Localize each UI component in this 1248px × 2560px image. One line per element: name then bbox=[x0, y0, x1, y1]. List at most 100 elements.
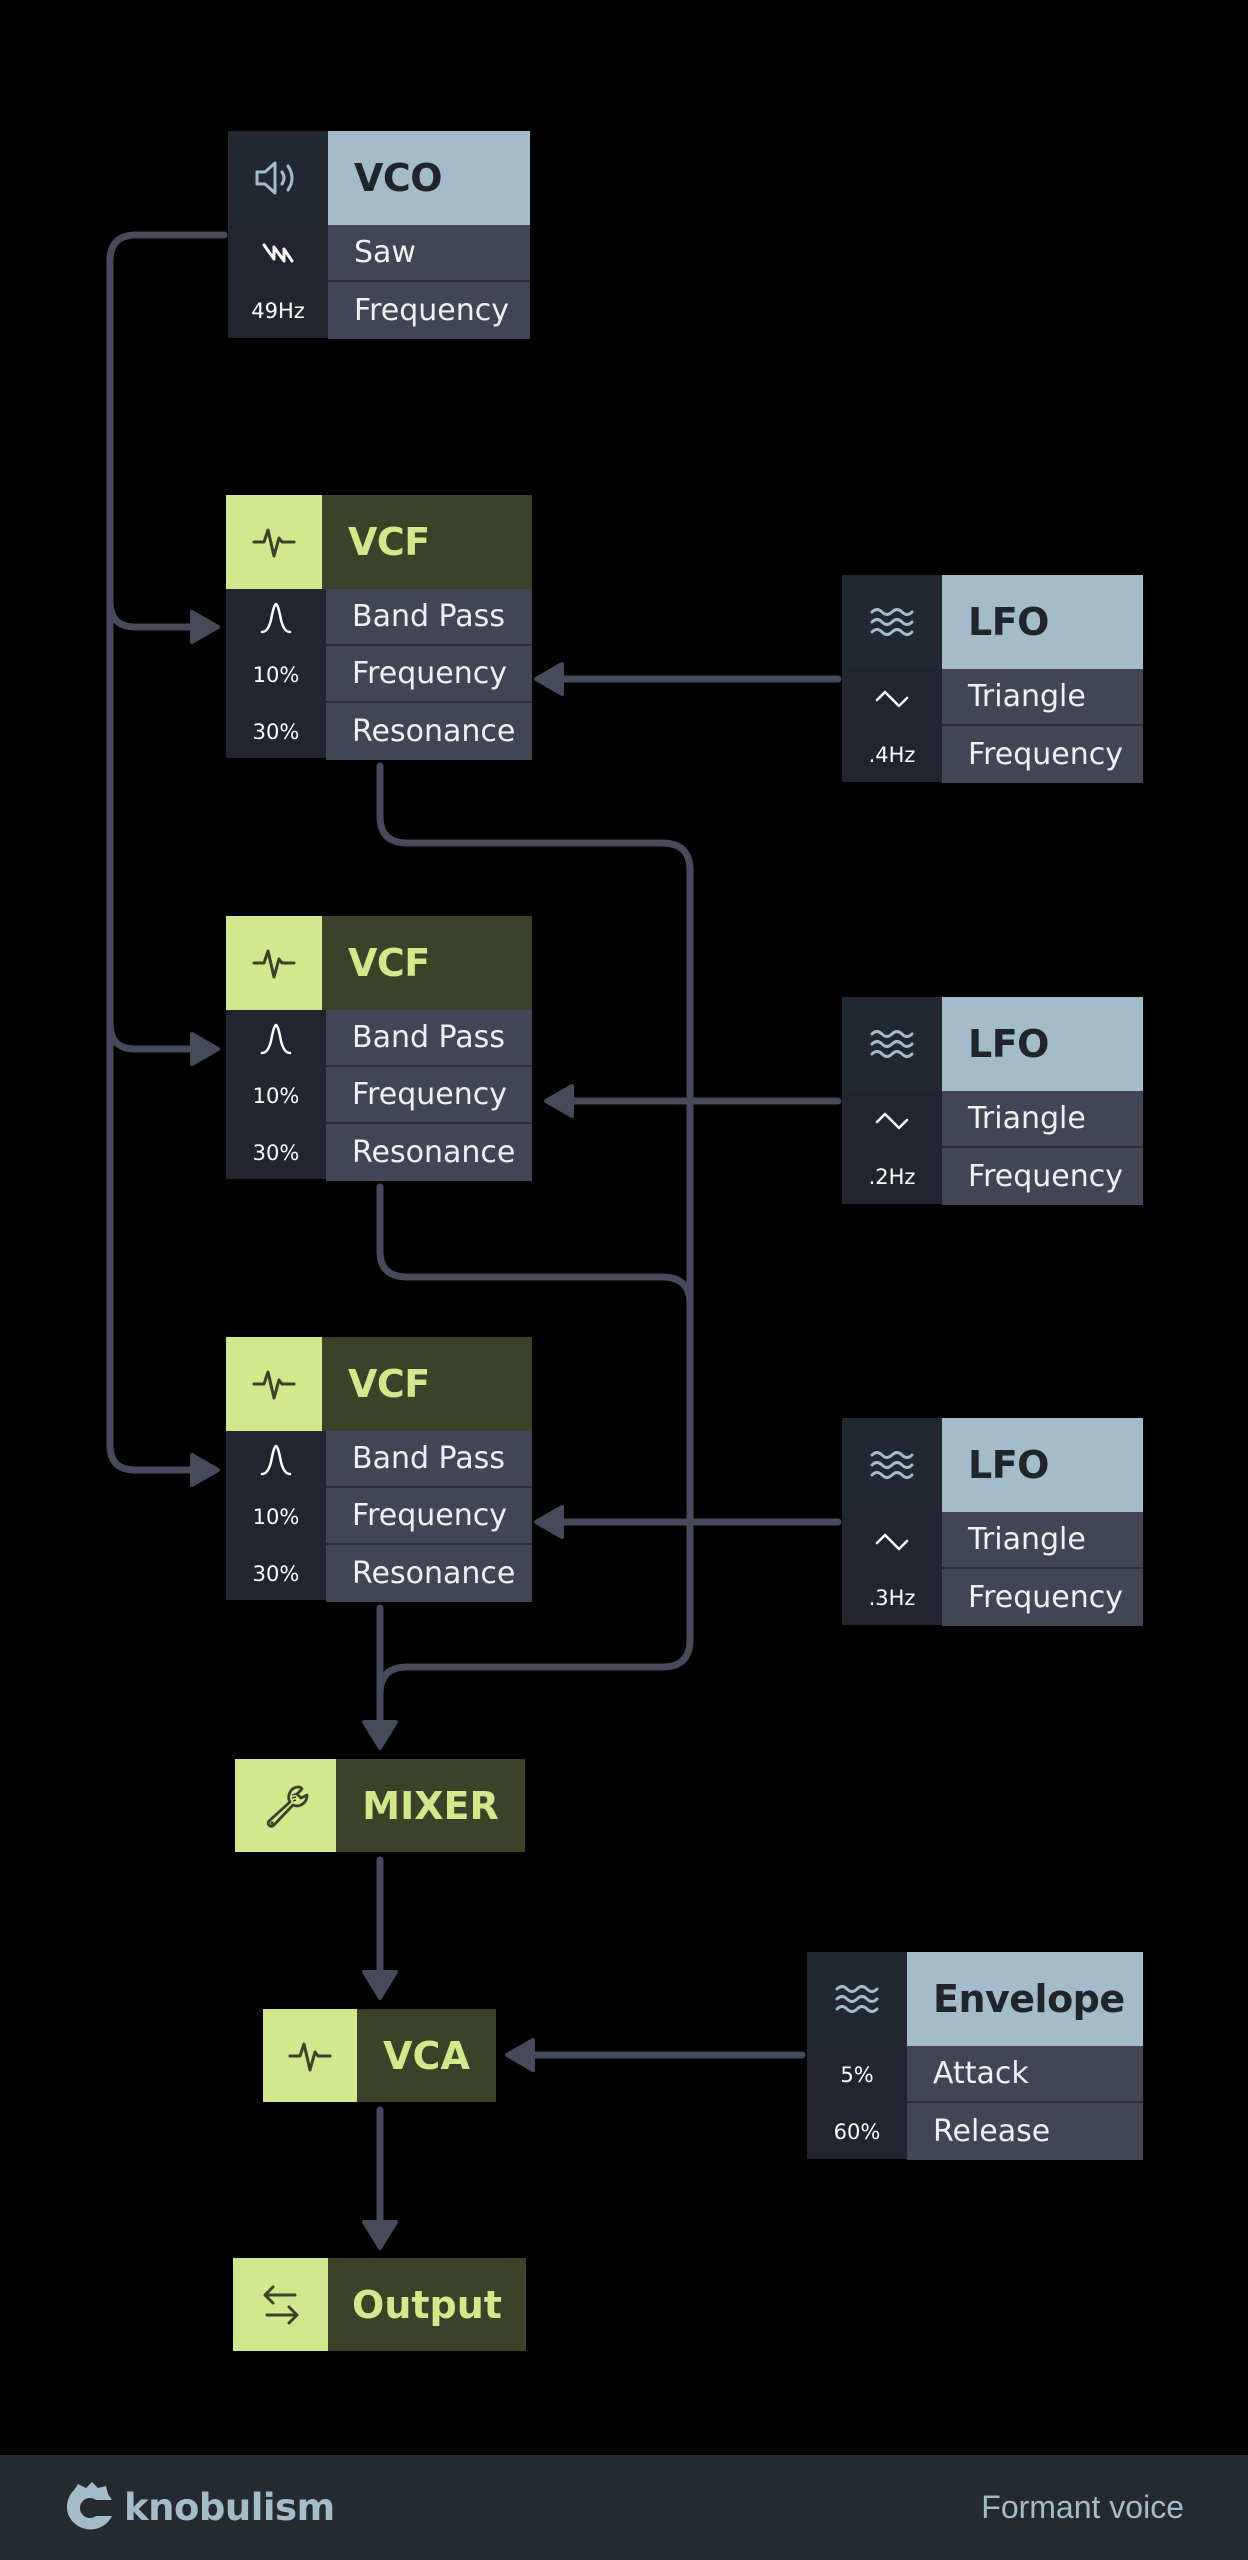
param-frequency[interactable]: .3Hz Frequency bbox=[842, 1569, 1143, 1626]
waves-icon bbox=[842, 1418, 942, 1512]
param-label: Frequency bbox=[326, 1067, 532, 1124]
module-title: Envelope bbox=[907, 1952, 1143, 2046]
module-title: VCF bbox=[322, 495, 532, 589]
triangle-wave-icon bbox=[842, 1512, 942, 1569]
pulse-icon bbox=[226, 1337, 322, 1431]
param-value: 49Hz bbox=[251, 298, 305, 323]
arrow-into-vca bbox=[362, 1970, 398, 2000]
wrench-icon bbox=[235, 1759, 336, 1852]
cable-vco-to-vcf1 bbox=[106, 597, 199, 631]
waves-icon bbox=[842, 575, 942, 669]
module-vcf-3[interactable]: VCF Band Pass 10% Frequency 30% Resonanc… bbox=[226, 1337, 532, 1602]
param-filter-type[interactable]: Band Pass bbox=[226, 589, 532, 646]
param-attack[interactable]: 5% Attack bbox=[807, 2046, 1143, 2103]
triangle-wave-icon bbox=[842, 669, 942, 726]
module-output[interactable]: Output bbox=[233, 2258, 526, 2351]
param-resonance[interactable]: 30% Resonance bbox=[226, 703, 532, 760]
param-value: .3Hz bbox=[868, 1585, 916, 1610]
param-value: 10% bbox=[252, 1083, 300, 1108]
param-filter-type[interactable]: Band Pass bbox=[226, 1010, 532, 1067]
patch-name: Formant voice bbox=[981, 2489, 1184, 2525]
param-label: Frequency bbox=[942, 1148, 1143, 1205]
cable-vcf2-out bbox=[376, 1183, 694, 1308]
cable-vco-to-vcf bbox=[106, 231, 228, 1474]
module-mixer[interactable]: MIXER bbox=[235, 1759, 525, 1852]
param-label: Resonance bbox=[326, 1545, 532, 1602]
module-lfo-2[interactable]: LFO Triangle .2Hz Frequency bbox=[842, 997, 1143, 1205]
param-label: Frequency bbox=[942, 726, 1143, 783]
param-label: Saw bbox=[328, 225, 530, 282]
param-label: Band Pass bbox=[326, 1431, 532, 1488]
module-title: LFO bbox=[942, 575, 1143, 669]
param-label: Resonance bbox=[326, 703, 532, 760]
param-resonance[interactable]: 30% Resonance bbox=[226, 1124, 532, 1181]
param-label: Band Pass bbox=[326, 589, 532, 646]
param-label: Triangle bbox=[942, 1512, 1143, 1569]
param-label: Band Pass bbox=[326, 1010, 532, 1067]
param-label: Triangle bbox=[942, 669, 1143, 726]
arrow-into-mixer bbox=[362, 1720, 398, 1750]
param-release[interactable]: 60% Release bbox=[807, 2103, 1143, 2160]
param-resonance[interactable]: 30% Resonance bbox=[226, 1545, 532, 1602]
cable-vcf1-out bbox=[376, 762, 694, 1698]
knob-logo-icon bbox=[62, 2478, 120, 2538]
module-title: MIXER bbox=[336, 1759, 525, 1852]
module-vco[interactable]: VCO Saw 49Hz Frequency bbox=[228, 131, 530, 339]
module-envelope[interactable]: Envelope 5% Attack 60% Release bbox=[807, 1952, 1143, 2160]
param-value: .4Hz bbox=[868, 742, 916, 767]
param-frequency[interactable]: 10% Frequency bbox=[226, 1067, 532, 1124]
param-frequency[interactable]: 10% Frequency bbox=[226, 646, 532, 703]
pulse-icon bbox=[226, 916, 322, 1010]
arrow-into-vcf2-frequency bbox=[544, 1084, 574, 1118]
module-title: LFO bbox=[942, 1418, 1143, 1512]
pulse-icon bbox=[226, 495, 322, 589]
band-pass-icon bbox=[226, 1431, 326, 1488]
pulse-icon bbox=[263, 2009, 357, 2102]
param-label: Release bbox=[907, 2103, 1143, 2160]
param-waveform[interactable]: Saw bbox=[228, 225, 530, 282]
brand-logo[interactable]: knobulism bbox=[62, 2455, 335, 2560]
arrow-into-vca-side bbox=[505, 2038, 535, 2072]
param-value: 60% bbox=[833, 2119, 881, 2144]
module-title: VCF bbox=[322, 1337, 532, 1431]
param-frequency[interactable]: .2Hz Frequency bbox=[842, 1148, 1143, 1205]
param-frequency[interactable]: 49Hz Frequency bbox=[228, 282, 530, 339]
param-label: Frequency bbox=[942, 1569, 1143, 1626]
param-value: 10% bbox=[252, 662, 300, 687]
param-filter-type[interactable]: Band Pass bbox=[226, 1431, 532, 1488]
module-title: VCA bbox=[357, 2009, 496, 2102]
cable-vco-to-vcf2 bbox=[106, 1019, 199, 1053]
param-label: Resonance bbox=[326, 1124, 532, 1181]
module-lfo-3[interactable]: LFO Triangle .3Hz Frequency bbox=[842, 1418, 1143, 1626]
arrow-into-output bbox=[362, 2220, 398, 2250]
speaker-icon bbox=[228, 131, 328, 225]
param-waveform[interactable]: Triangle bbox=[842, 669, 1143, 726]
param-frequency[interactable]: .4Hz Frequency bbox=[842, 726, 1143, 783]
param-value: 10% bbox=[252, 1504, 300, 1529]
arrow-into-vcf2 bbox=[190, 1032, 220, 1066]
module-lfo-1[interactable]: LFO Triangle .4Hz Frequency bbox=[842, 575, 1143, 783]
module-vcf-1[interactable]: VCF Band Pass 10% Frequency 30% Resonanc… bbox=[226, 495, 532, 760]
param-label: Attack bbox=[907, 2046, 1143, 2103]
param-waveform[interactable]: Triangle bbox=[842, 1512, 1143, 1569]
swap-arrows-icon bbox=[233, 2258, 328, 2351]
arrow-into-vcf1 bbox=[190, 610, 220, 644]
module-vcf-2[interactable]: VCF Band Pass 10% Frequency 30% Resonanc… bbox=[226, 916, 532, 1181]
param-waveform[interactable]: Triangle bbox=[842, 1091, 1143, 1148]
brand-name: knobulism bbox=[124, 2486, 335, 2529]
band-pass-icon bbox=[226, 589, 326, 646]
param-frequency[interactable]: 10% Frequency bbox=[226, 1488, 532, 1545]
triangle-wave-icon bbox=[842, 1091, 942, 1148]
param-label: Frequency bbox=[326, 646, 532, 703]
module-vca[interactable]: VCA bbox=[263, 2009, 496, 2102]
saw-wave-icon bbox=[228, 225, 328, 282]
param-label: Frequency bbox=[326, 1488, 532, 1545]
arrow-into-vcf3-frequency bbox=[534, 1505, 564, 1539]
param-label: Frequency bbox=[328, 282, 530, 339]
param-label: Triangle bbox=[942, 1091, 1143, 1148]
module-title: VCO bbox=[328, 131, 530, 225]
param-value: .2Hz bbox=[868, 1164, 916, 1189]
param-value: 30% bbox=[252, 1140, 300, 1165]
param-value: 30% bbox=[252, 1561, 300, 1586]
